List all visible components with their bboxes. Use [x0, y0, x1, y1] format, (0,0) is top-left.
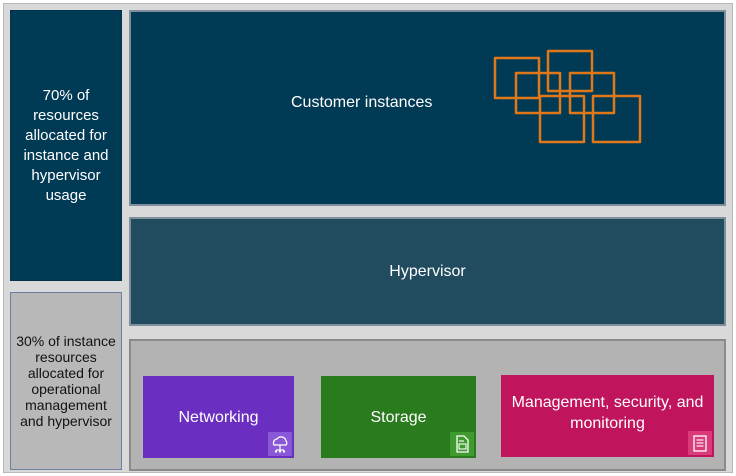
networking-tile: Networking: [143, 376, 294, 458]
allocation-30-text: 30% of instance resources allocated for …: [16, 333, 116, 429]
instances-icon: [493, 49, 642, 144]
allocation-30-panel: 30% of instance resources allocated for …: [10, 292, 122, 470]
customer-instances-layer: Customer instances: [129, 10, 726, 206]
storage-tile: Storage: [321, 376, 476, 458]
allocation-70-panel: 70% of resources allocated for instance …: [10, 10, 122, 281]
hypervisor-layer: Hypervisor: [129, 217, 726, 326]
customer-instances-label: Customer instances: [291, 94, 433, 111]
management-label: Management, security, and monitoring: [511, 394, 704, 432]
storage-icon: [450, 432, 474, 456]
management-icon: [688, 431, 712, 455]
allocation-70-text: 70% of resources allocated for instance …: [23, 86, 109, 204]
management-tile: Management, security, and monitoring: [501, 375, 714, 457]
hypervisor-label: Hypervisor: [389, 262, 466, 280]
networking-label: Networking: [178, 408, 259, 426]
storage-label: Storage: [370, 408, 427, 426]
cloud-network-icon: [268, 432, 292, 456]
